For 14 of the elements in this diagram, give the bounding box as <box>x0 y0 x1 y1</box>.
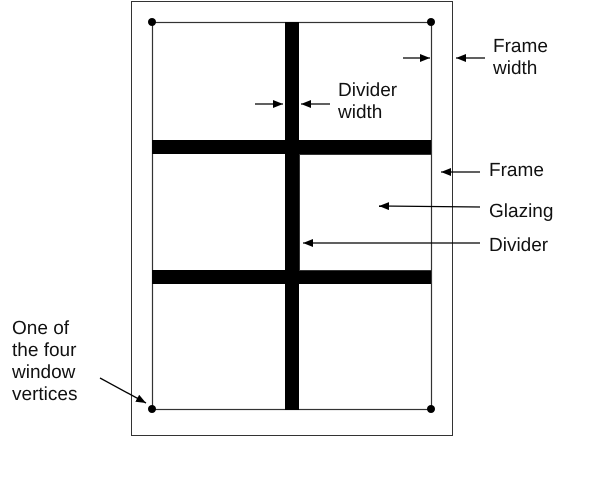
glazing-pane <box>299 154 432 271</box>
divider-bar <box>285 22 299 410</box>
part-label: Divider <box>489 235 550 257</box>
part-label: Glazing <box>489 201 554 223</box>
vertex-dot <box>148 405 156 413</box>
leader-arrow <box>441 168 480 176</box>
leader-arrow <box>100 377 146 404</box>
dimension-label: Divider width <box>338 80 398 124</box>
window-frame <box>131 1 453 436</box>
leader-arrow <box>379 202 480 210</box>
part-label: Frame <box>489 160 545 182</box>
part-label: One of the four window vertices <box>12 318 78 406</box>
leader-arrow <box>303 239 480 247</box>
dimension-label: Frame width <box>493 36 549 80</box>
